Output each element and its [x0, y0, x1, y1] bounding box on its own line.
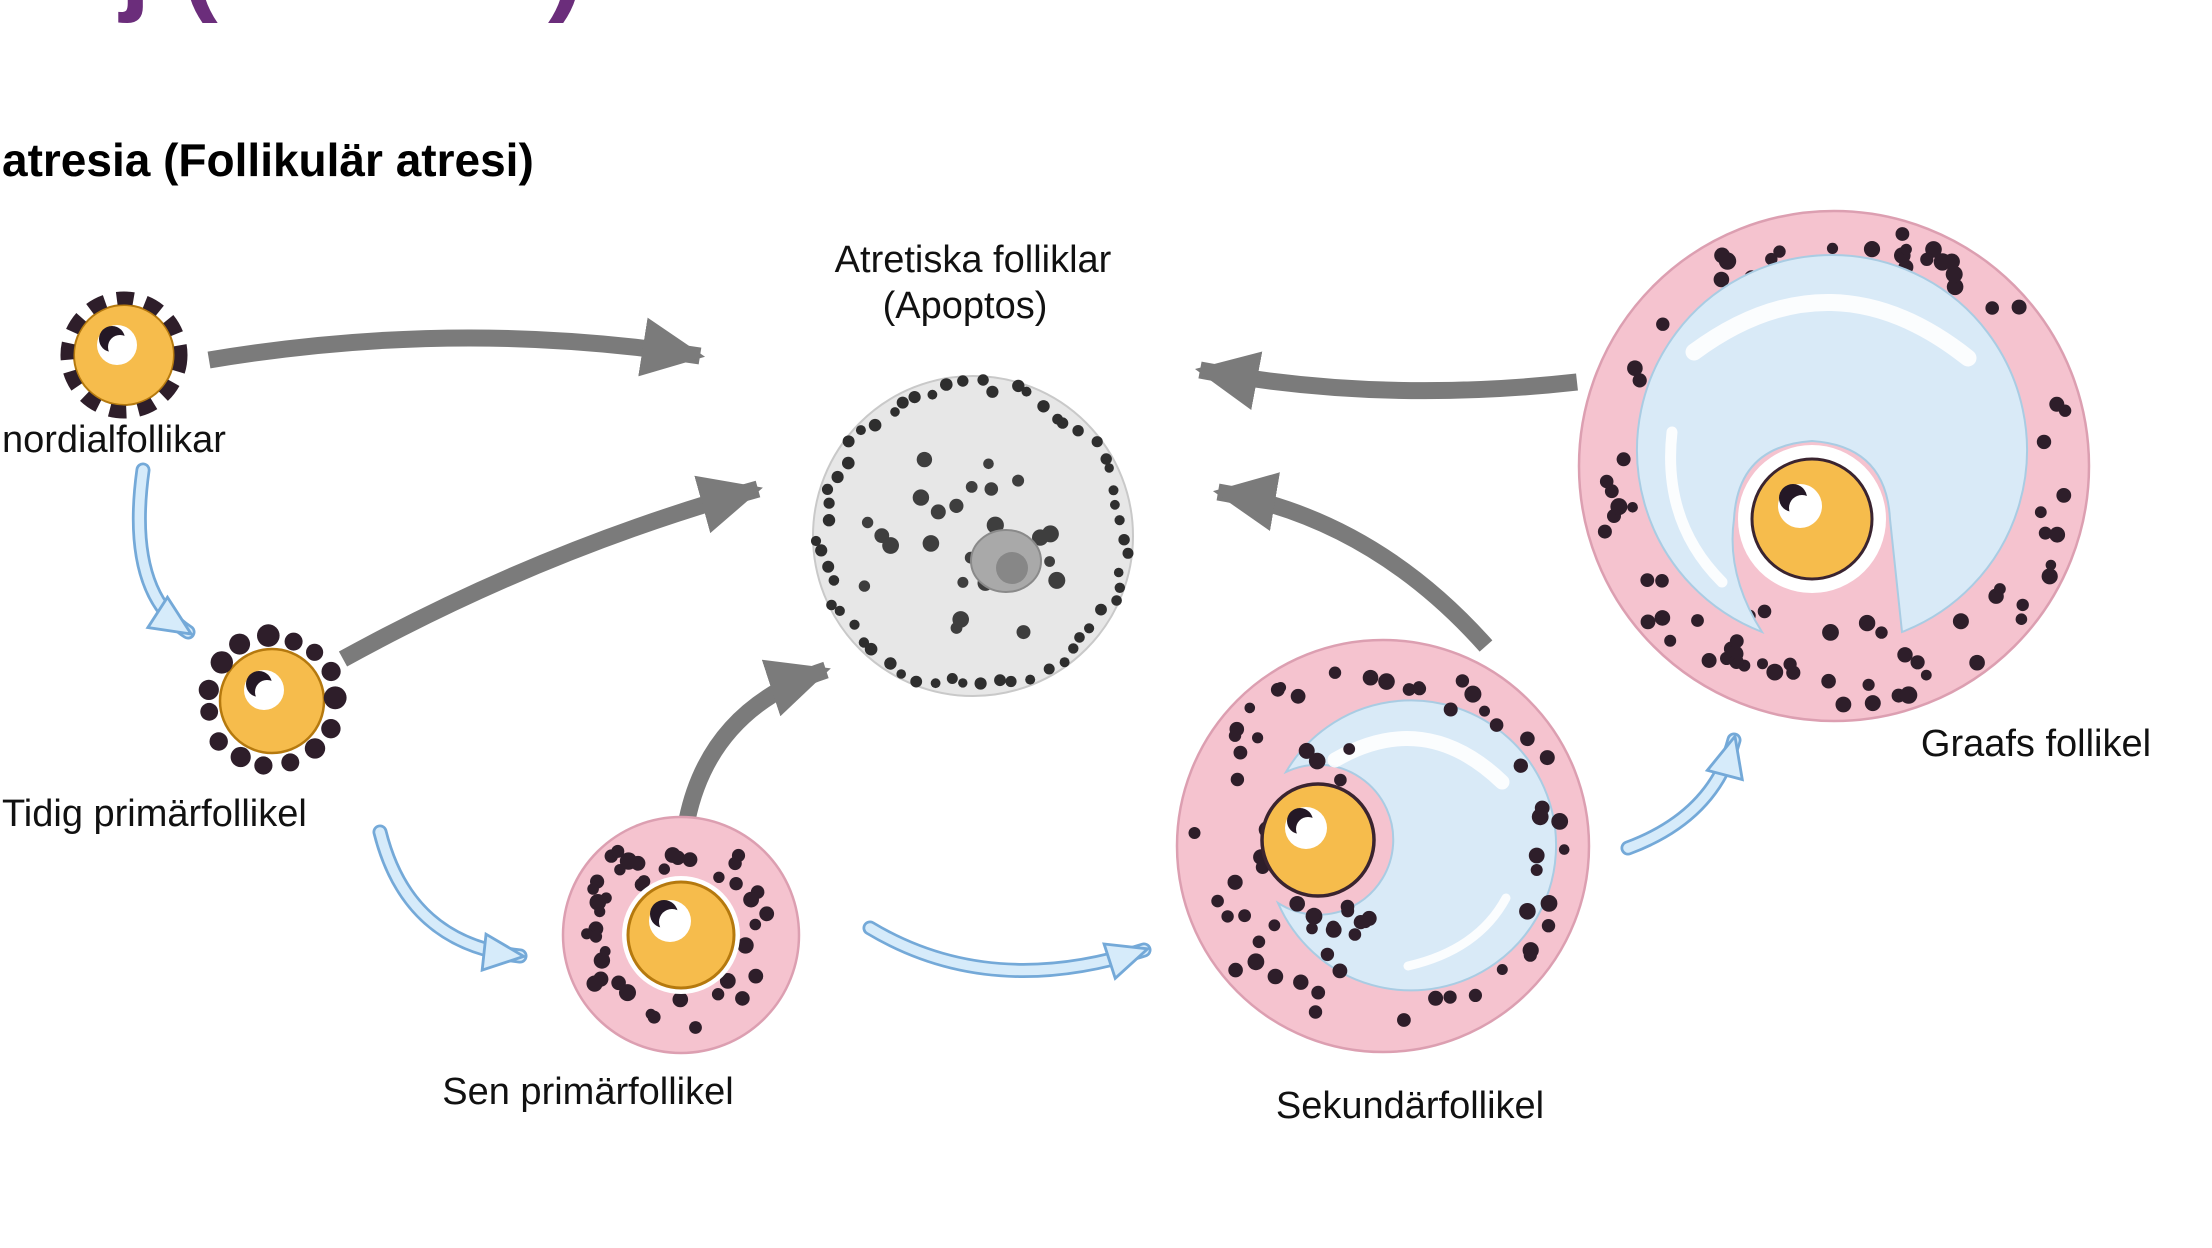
antrum	[1636, 254, 2028, 635]
development-arrows	[131, 462, 1745, 981]
degenerating-border-dots	[810, 374, 1134, 690]
stage-labels: Atretiska folliklar (Apoptos) nordialfol…	[2, 239, 2151, 1127]
granulosa-dots	[581, 844, 775, 1034]
oocyte-nucleus	[1285, 807, 1327, 849]
label-late-primary: Sen primärfollikel	[442, 1071, 733, 1113]
arrow-secondary-to-graafian	[1620, 732, 1745, 856]
follicle-late-primary	[561, 815, 801, 1055]
nucleolus	[996, 552, 1028, 584]
arrow-late-primary-to-secondary	[862, 920, 1152, 981]
oocyte-nucleus	[244, 670, 284, 710]
follicle-graafian	[1577, 209, 2091, 723]
arrow-primordial-to-early-primary	[131, 462, 196, 640]
oocyte-nucleus	[97, 325, 137, 365]
antrum-gloss-2	[1665, 426, 1728, 588]
arrow-graafian-to-atretic	[1194, 351, 1578, 410]
label-early-primary: Tidig primärfollikel	[2, 793, 307, 835]
granulosa-dots	[198, 624, 347, 775]
follicle-atretic	[810, 374, 1134, 697]
granulosa-dots	[1188, 666, 1570, 1027]
antrum-gloss	[1685, 294, 1977, 367]
arrow-early-primary-to-late-primary	[372, 824, 528, 973]
follicle-early-primary	[198, 624, 347, 775]
flat-granulosa-ring	[60, 291, 188, 419]
label-secondary: Sekundärfollikel	[1276, 1085, 1544, 1127]
follicle-primordial	[60, 291, 188, 419]
arrow-early-primary-to-atretic	[338, 475, 763, 667]
label-atretic-line2: (Apoptos)	[883, 285, 1048, 327]
section-heading: atresia (Follikulär atresi)	[2, 134, 534, 186]
arrow-secondary-to-atretic	[1212, 472, 1493, 652]
arrow-primordial-to-atretic	[207, 317, 706, 377]
cropped-page-title-fragment-2: )	[548, 0, 585, 24]
atresia-arrows	[207, 317, 1578, 822]
label-graafian: Graafs follikel	[1921, 723, 2151, 765]
pyknotic-dots	[858, 451, 1066, 640]
oocyte-nucleus	[649, 900, 691, 942]
antrum-gloss	[1327, 731, 1510, 790]
arrow-late-primary-to-atretic	[678, 659, 831, 822]
label-atretic-line1: Atretiska folliklar	[835, 239, 1112, 281]
follicle-secondary	[1175, 638, 1591, 1054]
antrum-gloss-2	[1403, 893, 1511, 971]
cropped-page-title-fragment: j (	[118, 0, 218, 24]
oocyte-nucleus	[1778, 484, 1822, 528]
label-primordial: nordialfollikar	[2, 419, 226, 461]
